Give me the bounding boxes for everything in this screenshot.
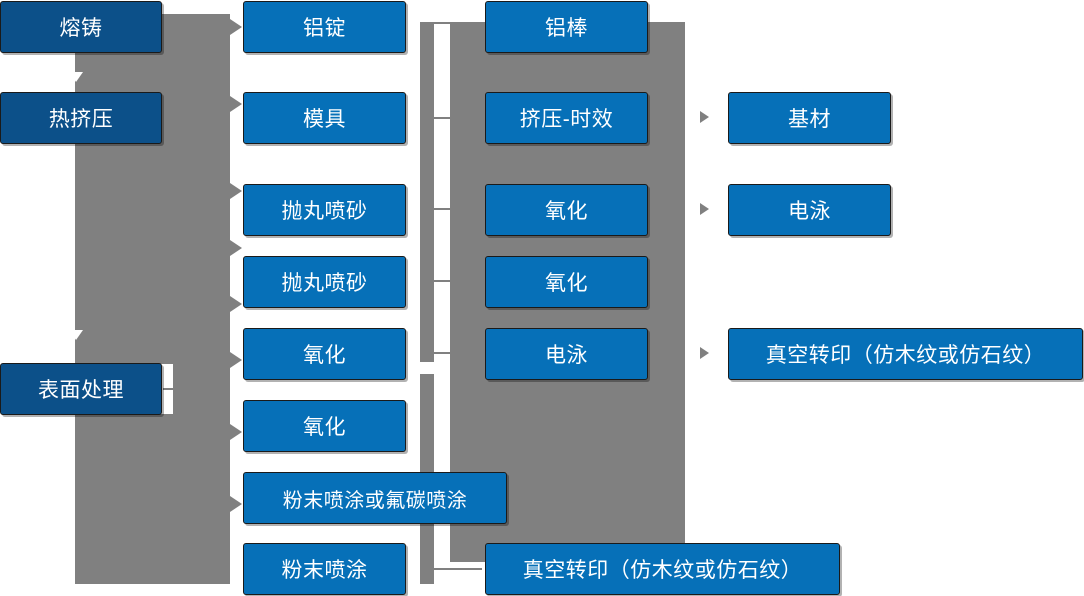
output-box-vacuum-transfer[interactable]: 真空转印（仿木纹或仿石纹） <box>728 328 1083 380</box>
operation-label-extrusion-aging: 挤压-时效 <box>519 108 614 131</box>
input-box-mold[interactable]: 模具 <box>243 92 406 144</box>
band-arrow-input-1 <box>230 19 242 35</box>
stage-label-surface-treatment: 表面处理 <box>38 379 124 402</box>
input-box-powder-coating[interactable]: 粉末喷涂 <box>243 543 406 595</box>
input-label-powder-coating: 粉末喷涂 <box>281 559 368 582</box>
operation-box-extrusion-aging[interactable]: 挤压-时效 <box>485 92 648 144</box>
operation-label-oxidation-1: 氧化 <box>545 200 588 223</box>
band-arrow-input-7 <box>230 424 242 440</box>
input-box-oxidation-2[interactable]: 氧化 <box>243 400 406 452</box>
input-label-shot-blasting-1: 抛丸喷砂 <box>281 200 368 223</box>
operation-box-aluminum-bar[interactable]: 铝棒 <box>485 1 648 53</box>
operation-box-electrophoresis[interactable]: 电泳 <box>485 328 648 380</box>
stage-box-surface-treatment[interactable]: 表面处理 <box>0 363 162 415</box>
stage-box-hot-extrusion[interactable]: 热挤压 <box>0 92 162 144</box>
band-arrow-down-hot-extrusion <box>69 72 83 82</box>
input-box-shot-blasting-2[interactable]: 抛丸喷砂 <box>243 256 406 308</box>
output-box-substrate[interactable]: 基材 <box>728 92 891 144</box>
band-arrow-input-4 <box>230 240 242 256</box>
connector-band-inputs-to-ops-left <box>420 22 434 362</box>
operation-label-electrophoresis: 电泳 <box>545 344 588 367</box>
band-arrow-input-2 <box>230 96 242 112</box>
input-box-shot-blasting-1[interactable]: 抛丸喷砂 <box>243 184 406 236</box>
input-label-powder-or-fluorocarbon-coating: 粉末喷涂或氟碳喷涂 <box>282 489 468 512</box>
connector-line-surface-treatment <box>163 388 183 390</box>
input-box-oxidation-1[interactable]: 氧化 <box>243 328 406 380</box>
tick-line-op-6 <box>434 568 482 570</box>
operation-label-oxidation-2: 氧化 <box>545 272 588 295</box>
input-label-oxidation-1: 氧化 <box>303 344 346 367</box>
input-label-shot-blasting-2: 抛丸喷砂 <box>281 272 368 295</box>
input-label-mold: 模具 <box>303 108 346 131</box>
arrow-to-substrate <box>700 111 709 123</box>
output-box-electrophoresis[interactable]: 电泳 <box>728 184 891 236</box>
stage-box-melt-casting[interactable]: 熔铸 <box>0 1 162 53</box>
input-box-aluminum-ingot[interactable]: 铝锭 <box>243 1 406 53</box>
band-arrow-input-3 <box>230 183 242 199</box>
operation-box-vacuum-transfer[interactable]: 真空转印（仿木纹或仿石纹） <box>485 543 840 595</box>
band-arrow-input-6 <box>230 352 242 368</box>
band-arrow-input-8 <box>230 496 242 512</box>
input-box-powder-or-fluorocarbon-coating[interactable]: 粉末喷涂或氟碳喷涂 <box>243 472 507 524</box>
band-arrow-input-5 <box>230 296 242 312</box>
arrow-to-vacuum-transfer <box>700 347 709 359</box>
operation-box-oxidation-1[interactable]: 氧化 <box>485 184 648 236</box>
operation-label-aluminum-bar: 铝棒 <box>545 17 588 40</box>
band-arrow-down-surface-treatment <box>69 330 83 340</box>
input-label-aluminum-ingot: 铝锭 <box>303 17 346 40</box>
output-label-substrate: 基材 <box>788 108 831 131</box>
operation-label-vacuum-transfer: 真空转印（仿木纹或仿石纹） <box>522 559 803 582</box>
output-label-electrophoresis: 电泳 <box>788 200 831 223</box>
stage-label-hot-extrusion: 热挤压 <box>48 108 114 131</box>
arrow-to-electrophoresis <box>700 203 709 215</box>
operation-box-oxidation-2[interactable]: 氧化 <box>485 256 648 308</box>
stage-label-melt-casting: 熔铸 <box>59 17 103 40</box>
output-label-vacuum-transfer: 真空转印（仿木纹或仿石纹） <box>765 344 1046 367</box>
input-label-oxidation-2: 氧化 <box>303 416 346 439</box>
